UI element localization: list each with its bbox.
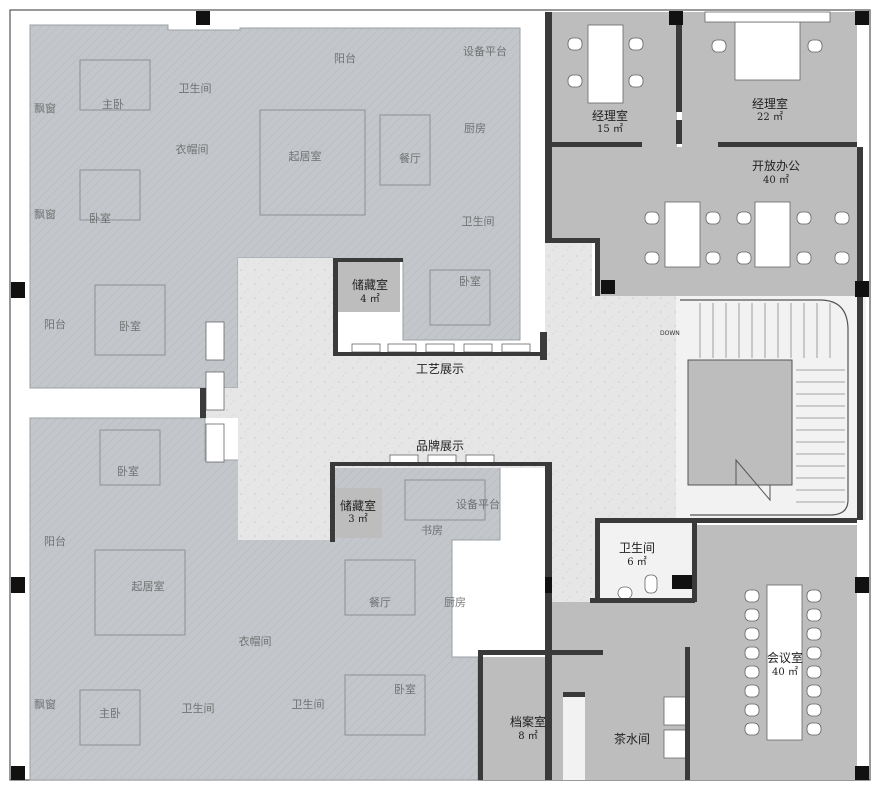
- meeting-chair: [806, 608, 822, 622]
- stair-down-label: DOWN: [660, 330, 680, 337]
- ghost-living-bottom: 起居室: [132, 579, 165, 593]
- ghost-balcony-top: 阳台: [334, 51, 356, 65]
- meeting-chair: [744, 608, 760, 622]
- restroom-6-area: 6 ㎡: [627, 556, 647, 568]
- stair: [676, 296, 866, 520]
- storage-4-name: 储藏室: [352, 277, 388, 292]
- ghost-equipment-top: 设备平台: [463, 44, 507, 58]
- furniture: [567, 11, 850, 759]
- manager-15-area: 15 ㎡: [597, 123, 623, 135]
- meeting-chair: [744, 684, 760, 698]
- ghost-residence-bottom: [29, 417, 501, 781]
- walls: [200, 12, 863, 780]
- brand-display-label: 品牌展示: [416, 439, 464, 453]
- meeting-40-name: 会议室: [767, 650, 803, 665]
- storage-4-area: 4 ㎡: [360, 293, 380, 305]
- ghost-bay-window-1: 飘窗: [34, 101, 56, 115]
- meeting-chair: [806, 646, 822, 660]
- meeting-chair: [806, 665, 822, 679]
- meeting-40-area: 40 ㎡: [772, 666, 798, 678]
- ghost-bathroom-bottom-2: 卫生间: [292, 697, 325, 711]
- archive-8-area: 8 ㎡: [518, 730, 538, 742]
- ghost-bed-top-3: 卧室: [459, 274, 481, 288]
- ghost-dining-bottom: 餐厅: [369, 595, 391, 609]
- manager-15-name: 经理室: [592, 108, 628, 123]
- ghost-kitchen-bottom: 厨房: [444, 596, 466, 609]
- ghost-bed-top-2: 卧室: [119, 319, 141, 333]
- meeting-chair: [806, 627, 822, 641]
- ghost-living-top: 起居室: [289, 149, 322, 163]
- storage-3-room: [336, 488, 382, 538]
- ghost-bed-top-1: 卧室: [89, 211, 111, 225]
- meeting-chair: [806, 589, 822, 603]
- meeting-chair: [744, 589, 760, 603]
- meeting-chair: [744, 646, 760, 660]
- restroom-6-name: 卫生间: [619, 541, 655, 555]
- meeting-chair: [744, 665, 760, 679]
- ghost-bathroom-top-2: 卫生间: [462, 214, 495, 228]
- corridor: [205, 240, 676, 602]
- open-office-name: 开放办公: [752, 158, 800, 173]
- meeting-chair: [806, 722, 822, 736]
- storage-3-area: 3 ㎡: [348, 513, 368, 525]
- ghost-bed-bottom-2: 卧室: [394, 682, 416, 696]
- manager-22-name: 经理室: [752, 96, 788, 111]
- ghost-bay-window-3: 飘窗: [34, 697, 56, 711]
- storage-4-room: [338, 262, 400, 312]
- ghost-bathroom-top: 卫生间: [179, 81, 212, 95]
- column-markers: [11, 11, 869, 780]
- ghost-closet-bottom: 衣帽间: [239, 634, 272, 648]
- craft-display-label: 工艺展示: [416, 362, 464, 376]
- ghost-bathroom-bottom-1: 卫生间: [182, 701, 215, 715]
- meeting-chair: [744, 627, 760, 641]
- ghost-closet-top: 衣帽间: [176, 142, 209, 156]
- ghost-balcony-bottom: 阳台: [44, 534, 66, 548]
- archive-8-name: 档案室: [510, 714, 546, 729]
- manager-22-area: 22 ㎡: [757, 111, 783, 123]
- meeting-chair: [806, 684, 822, 698]
- ghost-kitchen-top: 厨房: [464, 122, 486, 135]
- tea-room-name: 茶水间: [614, 731, 650, 746]
- storage-3-name: 储藏室: [340, 498, 376, 513]
- meeting-chair: [744, 722, 760, 736]
- ghost-dining-top: 餐厅: [399, 151, 421, 165]
- ghost-master-bed-top: 主卧: [102, 98, 124, 111]
- ghost-bay-window-2: 飘窗: [34, 207, 56, 221]
- ghost-master-bed-bottom: 主卧: [99, 707, 121, 720]
- ghost-study-bottom: 书房: [421, 524, 443, 537]
- open-office-area: 40 ㎡: [763, 174, 789, 186]
- meeting-chair: [806, 703, 822, 717]
- ghost-balcony-left: 阳台: [44, 317, 66, 331]
- ghost-equipment-bottom: 设备平台: [456, 497, 500, 511]
- ghost-residence-top: [29, 24, 521, 389]
- ghost-bed-bottom-1: 卧室: [117, 464, 139, 478]
- meeting-chair: [744, 703, 760, 717]
